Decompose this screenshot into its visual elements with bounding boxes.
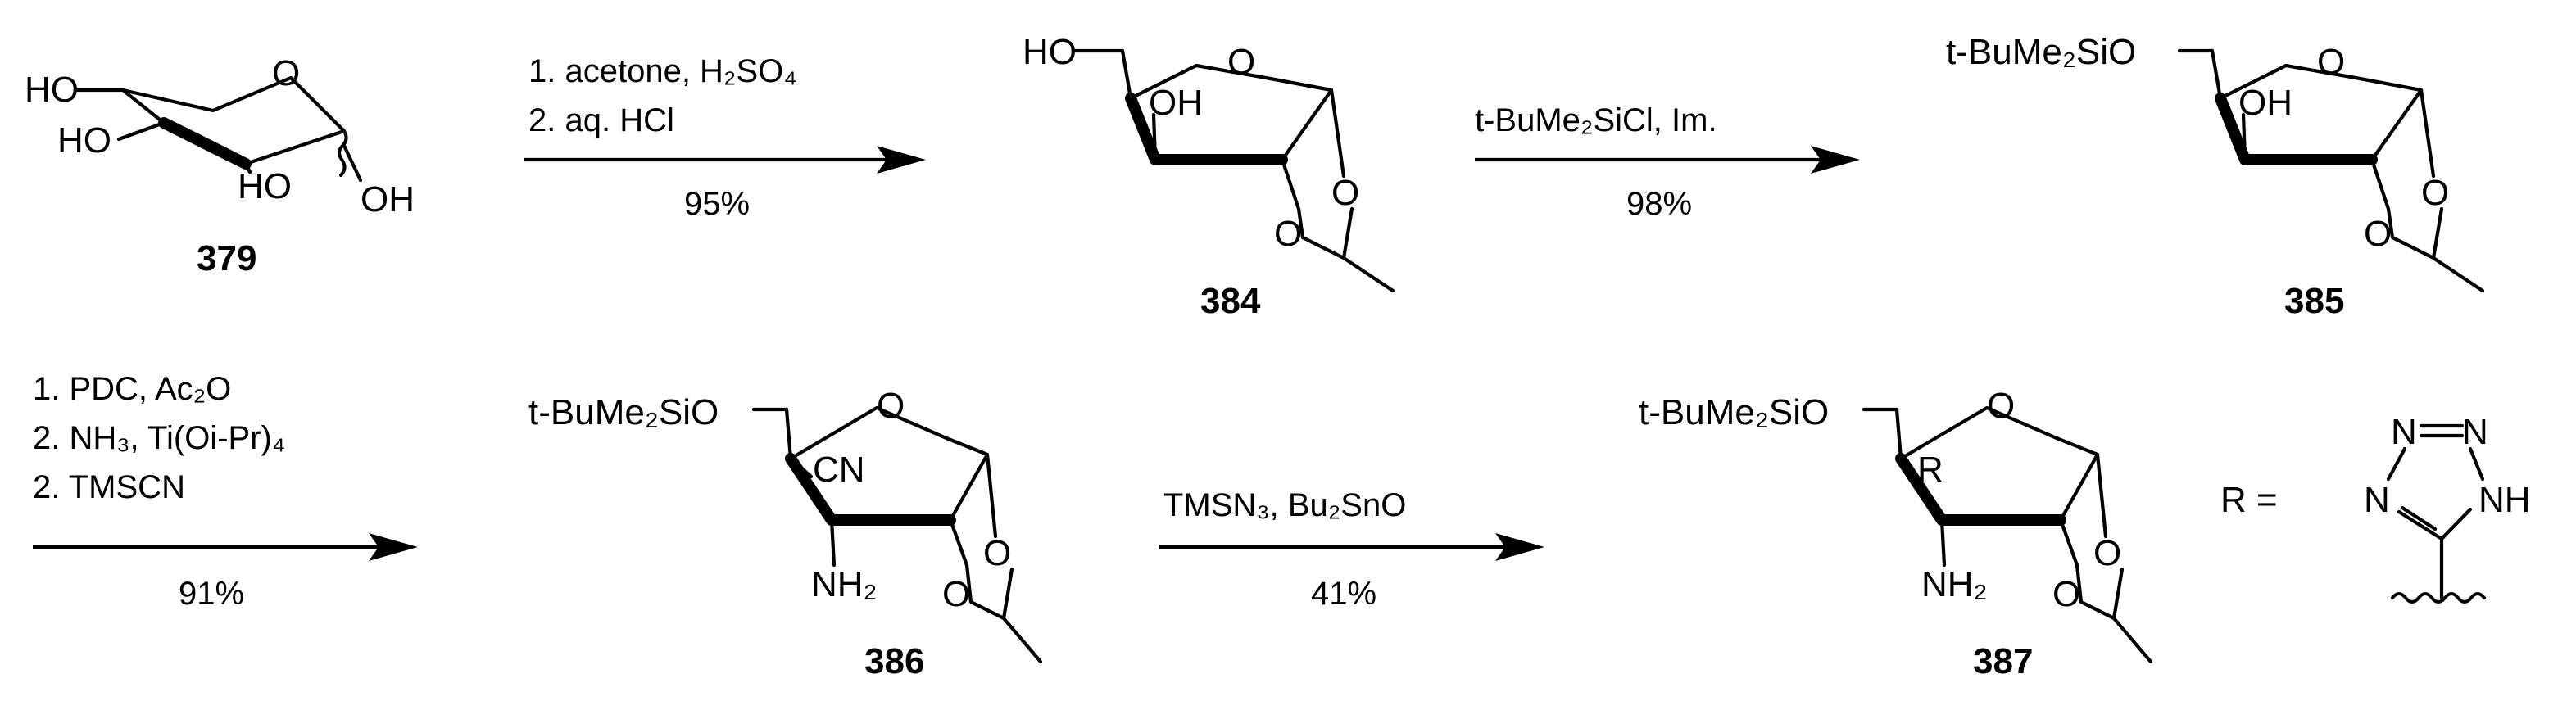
step-3-condition-1: 1. PDC, Ac₂O xyxy=(33,371,231,407)
r-equals-label: R = xyxy=(2220,480,2278,520)
tetrazole-nh: NH xyxy=(2478,480,2531,520)
atom-r: R xyxy=(1917,450,1943,490)
atom-ho-2: HO xyxy=(57,120,111,161)
reaction-step-4: TMSN₃, Bu₂SnO 41% xyxy=(1159,487,1544,612)
reaction-step-1: 1. acetone, H₂SO₄ 2. aq. HCl 95% xyxy=(524,53,926,222)
step-1-condition-1: 1. acetone, H₂SO₄ xyxy=(528,53,797,89)
compound-379: HO HO HO OH O 379 xyxy=(25,53,415,278)
step-3-condition-2: 2. NH₃, Ti(Oi-Pr)₄ xyxy=(33,420,285,456)
atom-acetal-o-1: O xyxy=(983,533,1011,573)
atom-tbs-o: t-BuMe₂SiO xyxy=(1946,32,2136,72)
atom-acetal-o-2: O xyxy=(2052,574,2080,614)
step-1-yield: 95% xyxy=(684,186,750,222)
compound-386: t-BuMe₂SiO CN NH₂ O O O 386 xyxy=(528,386,1043,681)
tetrazole-n-1: N xyxy=(2391,412,2417,452)
atom-acetal-o-1: O xyxy=(2421,173,2449,213)
atom-tbs-o: t-BuMe₂SiO xyxy=(1639,392,1829,432)
compound-label-379: 379 xyxy=(197,238,256,278)
compound-label-384: 384 xyxy=(1200,281,1261,321)
atom-acetal-o-2: O xyxy=(1274,214,1302,254)
atom-acetal-o-2: O xyxy=(2364,214,2392,254)
step-1-condition-2: 2. aq. HCl xyxy=(528,102,674,138)
atom-ho: HO xyxy=(1023,32,1077,72)
atom-ho-1: HO xyxy=(25,70,79,110)
atom-ring-o: O xyxy=(1227,42,1255,82)
atom-acetal-o-2: O xyxy=(942,574,970,614)
compound-label-387: 387 xyxy=(1973,641,2033,681)
reaction-step-2: t-BuMe₂SiCl, Im. 98% xyxy=(1475,102,1860,222)
atom-ring-o: O xyxy=(272,53,300,93)
atom-oh: OH xyxy=(1149,83,1203,123)
atom-nh2: NH₂ xyxy=(811,564,878,604)
reaction-step-3: 1. PDC, Ac₂O 2. NH₃, Ti(Oi-Pr)₄ 2. TMSCN… xyxy=(33,371,418,612)
atom-acetal-o-1: O xyxy=(1331,173,1359,213)
step-3-yield: 91% xyxy=(179,576,244,612)
compound-label-386: 386 xyxy=(864,641,924,681)
atom-oh: OH xyxy=(361,179,415,219)
compound-label-385: 385 xyxy=(2284,281,2344,321)
atom-cn: CN xyxy=(813,450,865,490)
step-3-condition-3: 2. TMSCN xyxy=(33,469,185,505)
tetrazole-n-2: N xyxy=(2462,412,2488,452)
r-group-definition: R = N N N NH xyxy=(2220,412,2531,604)
atom-nh2: NH₂ xyxy=(1921,564,1988,604)
step-2-condition-1: t-BuMe₂SiCl, Im. xyxy=(1475,102,1717,138)
step-4-condition-1: TMSN₃, Bu₂SnO xyxy=(1163,487,1406,523)
tetrazole-n-4: N xyxy=(2364,480,2390,520)
atom-ring-o: O xyxy=(1987,386,2015,426)
atom-oh: OH xyxy=(2238,83,2293,123)
atom-ring-o: O xyxy=(877,386,905,426)
step-2-yield: 98% xyxy=(1626,186,1692,222)
step-4-yield: 41% xyxy=(1311,576,1376,612)
atom-tbs-o: t-BuMe₂SiO xyxy=(528,392,719,432)
compound-384: HO OH O O O 384 xyxy=(1023,32,1395,321)
atom-ring-o: O xyxy=(2317,42,2345,82)
atom-ho-3: HO xyxy=(238,166,292,206)
atom-acetal-o-1: O xyxy=(2093,533,2121,573)
compound-385: t-BuMe₂SiO OH O O O 385 xyxy=(1946,32,2485,321)
compound-387: t-BuMe₂SiO R NH₂ O O O 387 xyxy=(1639,386,2153,681)
